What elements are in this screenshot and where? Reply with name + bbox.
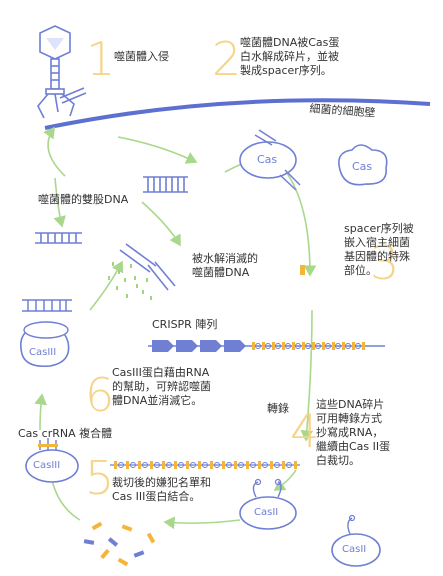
phage-icon (37, 25, 75, 119)
dna-fragment-dots (108, 262, 152, 300)
cas-iii-label-a: CasIII (29, 347, 57, 358)
step-number-6: 6 (85, 368, 115, 422)
step-number-5: 5 (85, 451, 115, 505)
cell-wall (44, 98, 431, 130)
cut-rna-pieces (83, 521, 156, 567)
cas-ii-protein-a (239, 478, 297, 530)
step-text-2: 噬菌體DNA被Cas蛋 白水解成碎片，並被 製成spacer序列。 (240, 36, 340, 77)
step-number-4: 4 (290, 404, 320, 458)
transcription-label: 轉錄 (267, 402, 289, 415)
crispr-array-label: CRISPR 陣列 (152, 318, 218, 331)
phage-dsdna (143, 176, 188, 193)
step-number-1: 1 (86, 32, 116, 86)
step-text-5: 裁切後的嫌犯名單和 Cas III蛋白結合。 (112, 476, 211, 503)
hydrolyzed-dna-pieces (119, 243, 176, 291)
injected-dna (59, 87, 87, 104)
cas-iii-label-b: CasIII (33, 460, 61, 471)
cas-protein-a (239, 129, 301, 191)
hydrolyzed-dna-label: 被水解消滅的 噬菌體DNA (192, 252, 258, 279)
step-text-6: CasIII蛋白藉由RNA 的幫助，可辨認噬菌 體DNA並消滅它。 (112, 366, 211, 407)
transcribed-rna (110, 461, 300, 469)
dna-fragment-left (35, 232, 82, 244)
cas-ii-label-b: CasII (342, 544, 367, 555)
step-text-3: spacer序列被 嵌入宿主細菌 基因體的特殊 部位。 (344, 222, 414, 277)
cas-protein-b (338, 144, 388, 186)
cas-ii-protein-b (331, 514, 381, 567)
step-text-4: 這些DNA碎片 可用轉錄方式 抄寫成RNA， 繼續由Cas II蛋 白裁切。 (316, 398, 391, 467)
crispr-array (148, 340, 385, 352)
cas-iii-protein-a (20, 299, 72, 368)
cas-label-a: Cas (257, 153, 278, 166)
crrna-complex-label: Cas crRNA 複合體 (18, 427, 113, 440)
cas-label-b: Cas (352, 160, 373, 173)
phage-dsdna-label: 噬菌體的雙股DNA (38, 193, 129, 206)
spacer-marker (300, 265, 305, 275)
cas-crrna-complex (25, 438, 79, 483)
step-number-3: 3 (370, 236, 400, 290)
step-text-1: 噬菌體入侵 (114, 50, 169, 63)
step-number-2: 2 (212, 32, 242, 86)
cas-ii-label-a: CasII (254, 507, 279, 518)
